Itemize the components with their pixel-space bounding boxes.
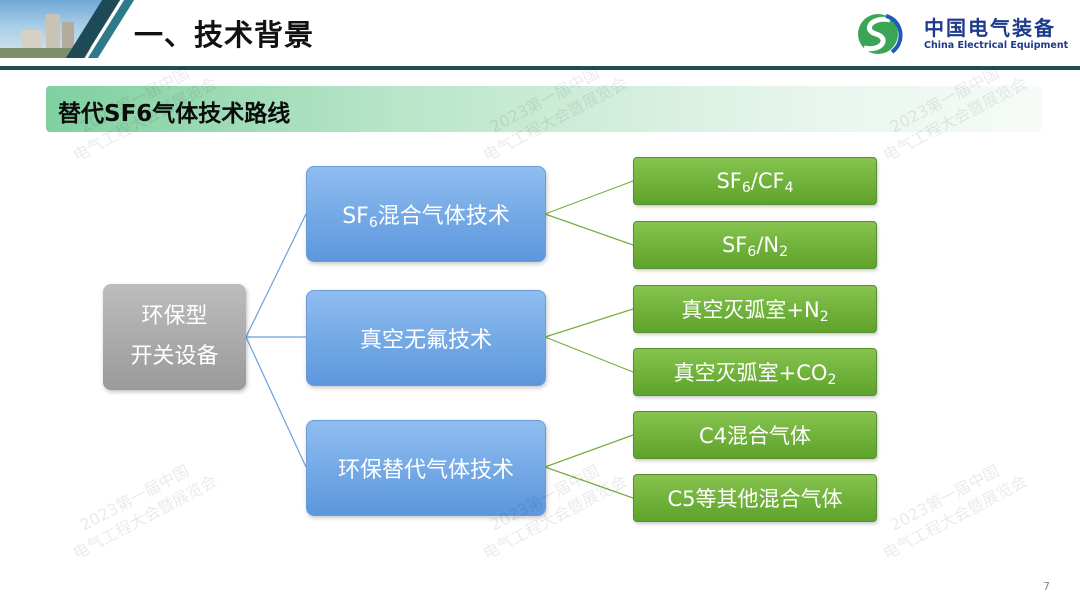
root-node: 环保型 开关设备 xyxy=(103,284,246,390)
branch-node-sf6-mix: SF6混合气体技术 xyxy=(306,166,546,262)
root-line-1: 环保型 xyxy=(141,304,208,329)
section-bar: 替代SF6气体技术路线 xyxy=(46,86,1042,132)
leaf-2-1-sub: 2 xyxy=(819,309,829,325)
leaf-2-2-text: 真空灭弧室+CO xyxy=(673,361,828,385)
page-number: 7 xyxy=(1043,580,1050,593)
leaf-2-2-sub: 2 xyxy=(827,372,837,388)
leaf-1-1-sub2: 4 xyxy=(784,180,794,196)
leaf-1-1-text-a: SF xyxy=(716,169,742,193)
leaf-node-vacuum-co2: 真空灭弧室+CO2 xyxy=(633,348,877,396)
connector-root-branch-3 xyxy=(245,336,307,468)
branch-1-sub: 6 xyxy=(368,215,378,231)
leaf-3-1-text: C4混合气体 xyxy=(698,424,812,448)
logo-text-cn: 中国电气装备 xyxy=(924,16,1056,40)
connector-branch1-leaf1 xyxy=(544,180,634,215)
section-title: 替代SF6气体技术路线 xyxy=(58,101,291,127)
connector-branch3-leaf1 xyxy=(544,434,634,468)
leaf-node-c4: C4混合气体 xyxy=(633,411,877,459)
page-title: 一、技术背景 xyxy=(134,18,315,52)
company-logo-icon xyxy=(858,14,903,54)
leaf-1-1-sub: 6 xyxy=(741,180,751,196)
leaf-1-1-text-b: /CF xyxy=(750,169,785,193)
root-line-2: 开关设备 xyxy=(130,344,219,369)
connector-branch1-leaf2 xyxy=(544,213,634,246)
branch-node-alt-gas: 环保替代气体技术 xyxy=(306,420,546,516)
leaf-node-vacuum-n2: 真空灭弧室+N2 xyxy=(633,285,877,333)
leaf-1-2-sub2: 2 xyxy=(779,244,789,260)
leaf-3-2-text: C5等其他混合气体 xyxy=(667,487,843,511)
branch-2-text: 真空无氟技术 xyxy=(359,328,492,353)
leaf-1-2-text-a: SF xyxy=(721,233,748,257)
leaf-1-2-text-b: /N xyxy=(756,233,780,257)
branch-3-text: 环保替代气体技术 xyxy=(337,458,514,483)
connector-branch2-leaf2 xyxy=(544,336,634,373)
branch-node-vacuum: 真空无氟技术 xyxy=(306,290,546,386)
connector-branch2-leaf1 xyxy=(544,308,634,338)
connector-root-branch-1 xyxy=(245,213,307,338)
branch-1-text-a: SF xyxy=(342,204,369,229)
leaf-node-sf6-n2: SF6/N2 xyxy=(633,221,877,269)
logo-text-en: China Electrical Equipment xyxy=(924,40,1069,51)
leaf-node-sf6-cf4: SF6/CF4 xyxy=(633,157,877,205)
leaf-1-2-sub: 6 xyxy=(747,244,757,260)
leaf-2-1-text: 真空灭弧室+N xyxy=(681,298,820,322)
header-divider xyxy=(0,66,1080,70)
leaf-node-c5: C5等其他混合气体 xyxy=(633,474,877,522)
branch-1-text-b: 混合气体技术 xyxy=(377,204,510,229)
connector-branch3-leaf2 xyxy=(544,466,634,499)
